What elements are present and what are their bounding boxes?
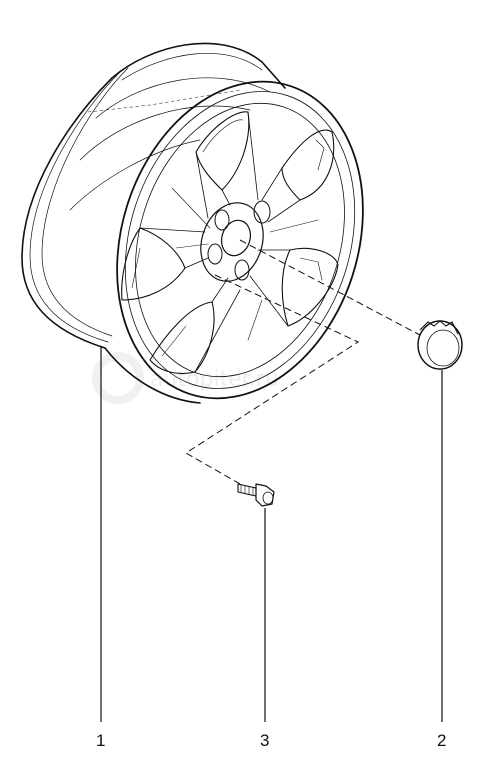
wheel [21, 42, 364, 404]
callout-3: 3 [260, 731, 269, 750]
callout-2: 2 [437, 731, 446, 750]
cap-axis-line [239, 239, 421, 336]
callout-1: 1 [96, 731, 105, 750]
bolt-axis-line [185, 274, 360, 485]
wheel-bolt [237, 483, 275, 507]
assembly-lines [185, 239, 421, 485]
center-cap [417, 320, 463, 370]
leader-lines [100, 346, 443, 722]
